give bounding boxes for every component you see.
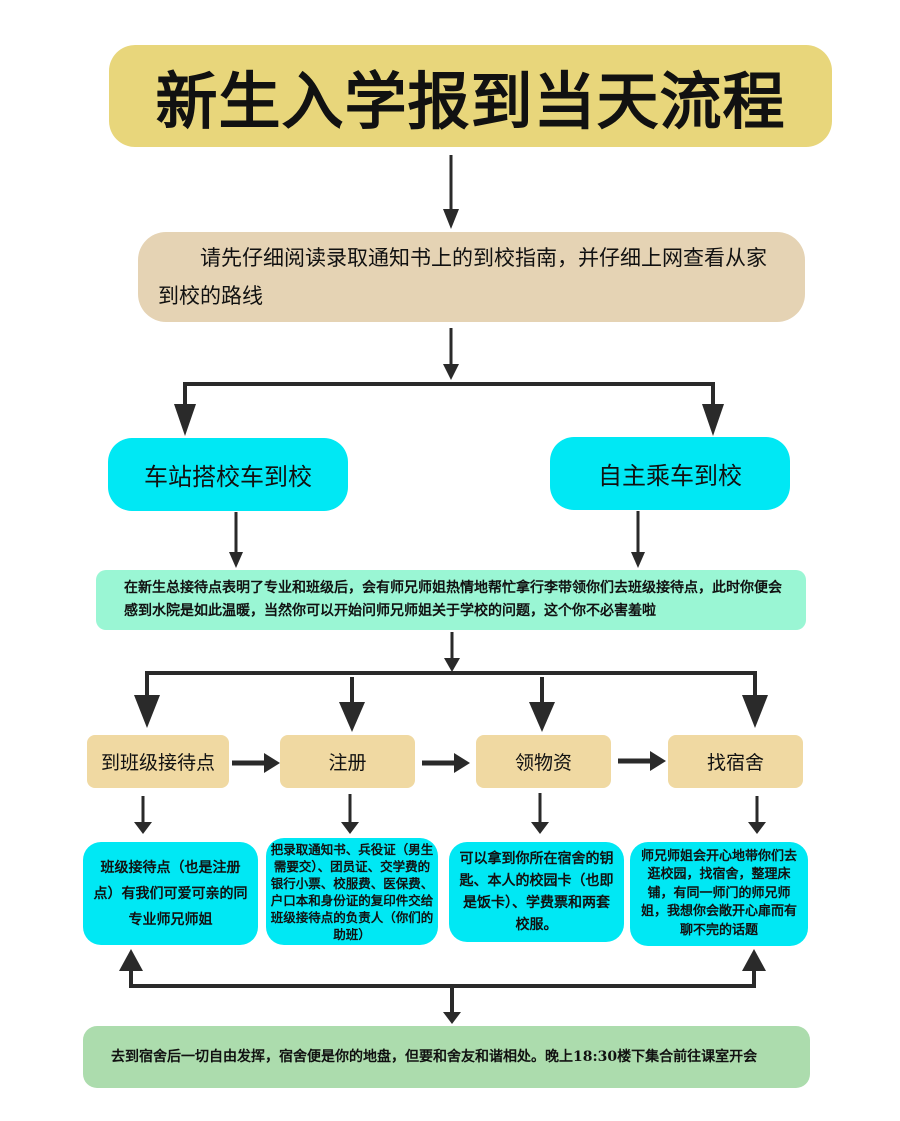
step-label: 找宿舍 [706,752,764,774]
steps-branch-bracket [134,632,768,732]
page-title: 新生入学报到当天流程 [155,65,786,138]
arrows-steps-to-details [134,793,766,834]
arrow-head-step-2 [339,702,365,732]
welcome-step: 在新生总接待点表明了专业和班级后，会有师兄师姐热情地帮忙拿行李带领你们去班级接待… [96,570,806,630]
step-register: 注册 [280,735,415,788]
step-label: 领物资 [514,752,572,774]
title-banner: 新生入学报到当天流程 [109,45,832,147]
arrow-head-step-1 [134,695,160,728]
detail-text: 可以拿到你所在宿舍的钥匙、本人的校园卡（也即是饭卡）、学费票和两套校服。 [459,851,614,933]
step-find-dorm: 找宿舍 [668,735,803,788]
arrow-head-step-3 [529,702,555,732]
arrow-head-up-left [119,949,143,971]
detail-reception-point: 班级接待点（也是注册点）有我们可爱可亲的同专业师兄师姐 [83,842,258,945]
step-label: 到班级接待点 [100,752,215,774]
route-label: 车站搭校车到校 [144,463,312,491]
route-branch-bracket [174,382,724,436]
detail-text: 把录取通知书、兵役证（男生需要交）、团员证、交学费的银行小票、校服费、医保费、户… [270,841,434,942]
final-text: 去到宿舍后一切自由发挥，宿舍便是你的地盘，但要和舍友和谐相处。晚上18:30楼下… [111,1049,758,1065]
detail-register: 把录取通知书、兵役证（男生需要交）、团员证、交学费的银行小票、校服费、医保费、户… [266,838,438,945]
route-label: 自主乘车到校 [598,462,742,490]
step-reception-point: 到班级接待点 [87,735,229,788]
welcome-text: 在新生总接待点表明了专业和班级后，会有师兄师姐热情地帮忙拿行李带领你们去班级接待… [124,580,782,619]
arrow-head-up-right [742,949,766,971]
arrow-head-step-4 [742,695,768,728]
arrows-routes-to-welcome [229,511,645,568]
details-merge-bracket [119,949,766,1024]
route-school-bus: 车站搭校车到校 [108,438,348,511]
detail-text: 班级接待点（也是注册点）有我们可爱可亲的同专业师兄师姐 [93,859,248,928]
arrow-head-route-right [702,404,724,436]
step-collect-supplies: 领物资 [476,735,611,788]
guide-text: 请先仔细阅读录取通知书上的到校指南，并仔细上网查看从家到校的路线 [158,246,767,308]
route-self-travel: 自主乘车到校 [550,437,790,510]
arrow-guide-to-branch [443,328,459,380]
detail-collect-supplies: 可以拿到你所在宿舍的钥匙、本人的校园卡（也即是饭卡）、学费票和两套校服。 [449,842,624,942]
guide-step: 请先仔细阅读录取通知书上的到校指南，并仔细上网查看从家到校的路线 [138,232,805,322]
detail-find-dorm: 师兄师姐会开心地带你们去逛校园，找宿舍，整理床铺，有同一师门的师兄师姐，我想你会… [630,842,808,946]
arrow-head-route-left [174,404,196,436]
step-label: 注册 [328,752,367,774]
arrow-title-to-guide [443,155,459,229]
detail-text: 师兄师姐会开心地带你们去逛校园，找宿舍，整理床铺，有同一师门的师兄师姐，我想你会… [640,848,797,938]
final-step: 去到宿舍后一切自由发挥，宿舍便是你的地盘，但要和舍友和谐相处。晚上18:30楼下… [83,1026,810,1088]
